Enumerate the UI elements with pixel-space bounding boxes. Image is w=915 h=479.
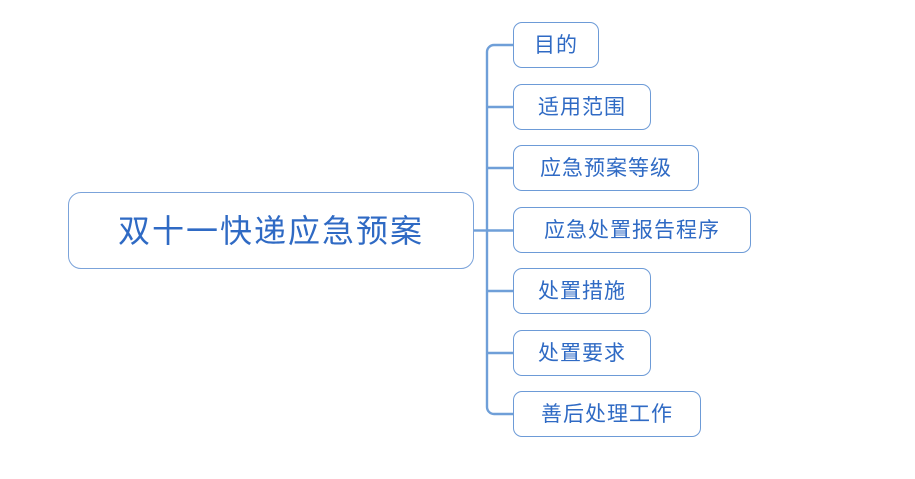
child-node-3[interactable]: 应急预案等级	[513, 145, 699, 191]
child-node-3-label: 应急预案等级	[540, 156, 672, 180]
child-node-6-label: 处置要求	[538, 341, 626, 365]
child-node-7-label: 善后处理工作	[541, 402, 673, 426]
child-node-2-label: 适用范围	[538, 95, 626, 119]
child-node-2[interactable]: 适用范围	[513, 84, 651, 130]
child-node-7[interactable]: 善后处理工作	[513, 391, 701, 437]
child-node-5-label: 处置措施	[538, 279, 626, 303]
connector-branch-1	[485, 43, 513, 53]
root-node-label: 双十一快递应急预案	[117, 212, 424, 249]
root-node[interactable]: 双十一快递应急预案	[68, 192, 474, 269]
child-node-4-label: 应急处置报告程序	[544, 218, 720, 242]
child-node-5[interactable]: 处置措施	[513, 268, 651, 314]
child-node-6[interactable]: 处置要求	[513, 330, 651, 376]
child-node-4[interactable]: 应急处置报告程序	[513, 207, 751, 253]
child-node-1[interactable]: 目的	[513, 22, 599, 68]
child-node-1-label: 目的	[534, 33, 578, 57]
connector-branch-7	[485, 406, 513, 416]
